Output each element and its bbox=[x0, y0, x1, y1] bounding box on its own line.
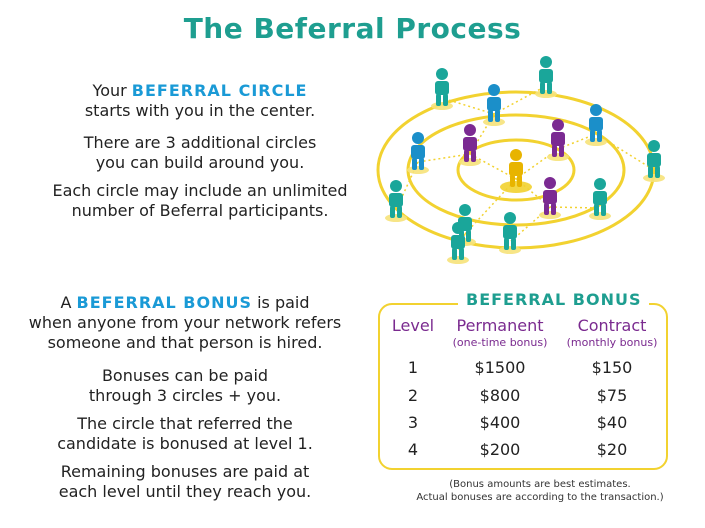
row-level: 3 bbox=[407, 413, 419, 432]
bonus-intro-line1: A BEFERRAL BONUS is paid bbox=[5, 293, 365, 313]
referral-link bbox=[395, 161, 419, 211]
participant-figure bbox=[539, 177, 561, 219]
circle-intro-prefix: Your bbox=[92, 81, 127, 100]
circle-intro-line2: starts with you in the center. bbox=[84, 101, 316, 120]
row-permanent: $200 bbox=[479, 440, 521, 459]
header-permanent-sub: (one-time bonus) bbox=[452, 336, 548, 349]
bonus-intro-prefix: A bbox=[60, 293, 72, 312]
participant-figure bbox=[459, 124, 481, 166]
header-permanent: Permanent bbox=[456, 316, 544, 335]
referral-link bbox=[417, 153, 471, 163]
participant-figure bbox=[499, 212, 521, 254]
bonus-footnote-line1: (Bonus amounts are best estimates. bbox=[449, 479, 631, 490]
circle-intro-line1: Your BEFERRAL CIRCLE bbox=[40, 81, 360, 101]
bonus-circles-line2: through 3 circles + you. bbox=[88, 386, 282, 405]
referral-link bbox=[595, 133, 655, 171]
participant-figure bbox=[407, 132, 429, 174]
bonus-table-title: BEFERRAL BONUS bbox=[458, 290, 650, 309]
bonus-remaining-line2: each level until they reach you. bbox=[58, 482, 312, 501]
row-contract: $75 bbox=[596, 386, 628, 405]
referral-link bbox=[549, 206, 601, 209]
participant-figure bbox=[431, 68, 453, 110]
circle-unlimited: Each circle may include an unlimited num… bbox=[40, 181, 360, 221]
participant-figure bbox=[643, 140, 665, 182]
row-permanent: $400 bbox=[479, 413, 521, 432]
header-level: Level bbox=[391, 316, 435, 335]
bonus-intro-suffix: is paid bbox=[257, 293, 310, 312]
participant-figure bbox=[589, 178, 611, 220]
referral-link bbox=[557, 133, 597, 150]
participant-figure bbox=[585, 104, 607, 146]
beferral-bonus-highlight: BEFERRAL BONUS bbox=[76, 293, 252, 312]
row-contract: $20 bbox=[596, 440, 628, 459]
bonus-remaining: Remaining bonuses are paid at each level… bbox=[5, 462, 365, 502]
bonus-intro-line3: someone and that person is hired. bbox=[47, 333, 323, 352]
circle-unlimited-line2: number of Beferral participants. bbox=[71, 201, 329, 220]
bonus-intro: A BEFERRAL BONUS is paid when anyone fro… bbox=[5, 293, 365, 353]
bonus-circles: Bonuses can be paid through 3 circles + … bbox=[5, 366, 365, 406]
circle-additional-line1: There are 3 additional circles bbox=[83, 133, 317, 152]
circle-unlimited-line1: Each circle may include an unlimited bbox=[52, 181, 348, 200]
row-contract: $40 bbox=[596, 413, 628, 432]
participant-figure bbox=[447, 222, 469, 264]
bonus-level1: The circle that referred the candidate i… bbox=[5, 414, 365, 454]
participant-figure bbox=[385, 180, 407, 222]
header-contract: Contract bbox=[577, 316, 647, 335]
participant-figure bbox=[483, 84, 505, 126]
referral-link bbox=[509, 206, 551, 243]
bonus-level1-line2: candidate is bonused at level 1. bbox=[57, 434, 313, 453]
row-level: 2 bbox=[407, 386, 419, 405]
participant-figure bbox=[535, 56, 557, 98]
bonus-level1-line1: The circle that referred the bbox=[77, 414, 293, 433]
participant-figure bbox=[547, 119, 569, 161]
bonus-circles-line1: Bonuses can be paid bbox=[101, 366, 269, 385]
bonus-intro-line2: when anyone from your network refers bbox=[28, 313, 342, 332]
referral-link bbox=[441, 97, 495, 115]
bonus-remaining-line1: Remaining bonuses are paid at bbox=[60, 462, 310, 481]
page-title: The Beferral Process bbox=[183, 12, 522, 45]
you-center-figure bbox=[500, 149, 532, 193]
header-contract-sub: (monthly bonus) bbox=[566, 336, 658, 349]
row-permanent: $800 bbox=[479, 386, 521, 405]
row-level: 4 bbox=[407, 440, 419, 459]
beferral-circle-diagram bbox=[376, 56, 665, 264]
referral-link bbox=[469, 153, 517, 180]
circle-ring-1 bbox=[456, 138, 576, 202]
beferral-circle-highlight: BEFERRAL CIRCLE bbox=[131, 81, 308, 100]
row-contract: $150 bbox=[591, 358, 633, 377]
row-level: 1 bbox=[407, 358, 419, 377]
referral-link bbox=[515, 148, 559, 180]
referral-link bbox=[493, 85, 547, 115]
bonus-footnote-line2: Actual bonuses are according to the tran… bbox=[416, 492, 664, 503]
bonus-footnote: (Bonus amounts are best estimates. Actua… bbox=[380, 478, 700, 504]
circle-additional: There are 3 additional circles you can b… bbox=[40, 133, 360, 173]
circle-intro: Your BEFERRAL CIRCLE starts with you in … bbox=[40, 81, 360, 121]
circle-additional-line2: you can build around you. bbox=[95, 153, 305, 172]
row-permanent: $1500 bbox=[474, 358, 526, 377]
